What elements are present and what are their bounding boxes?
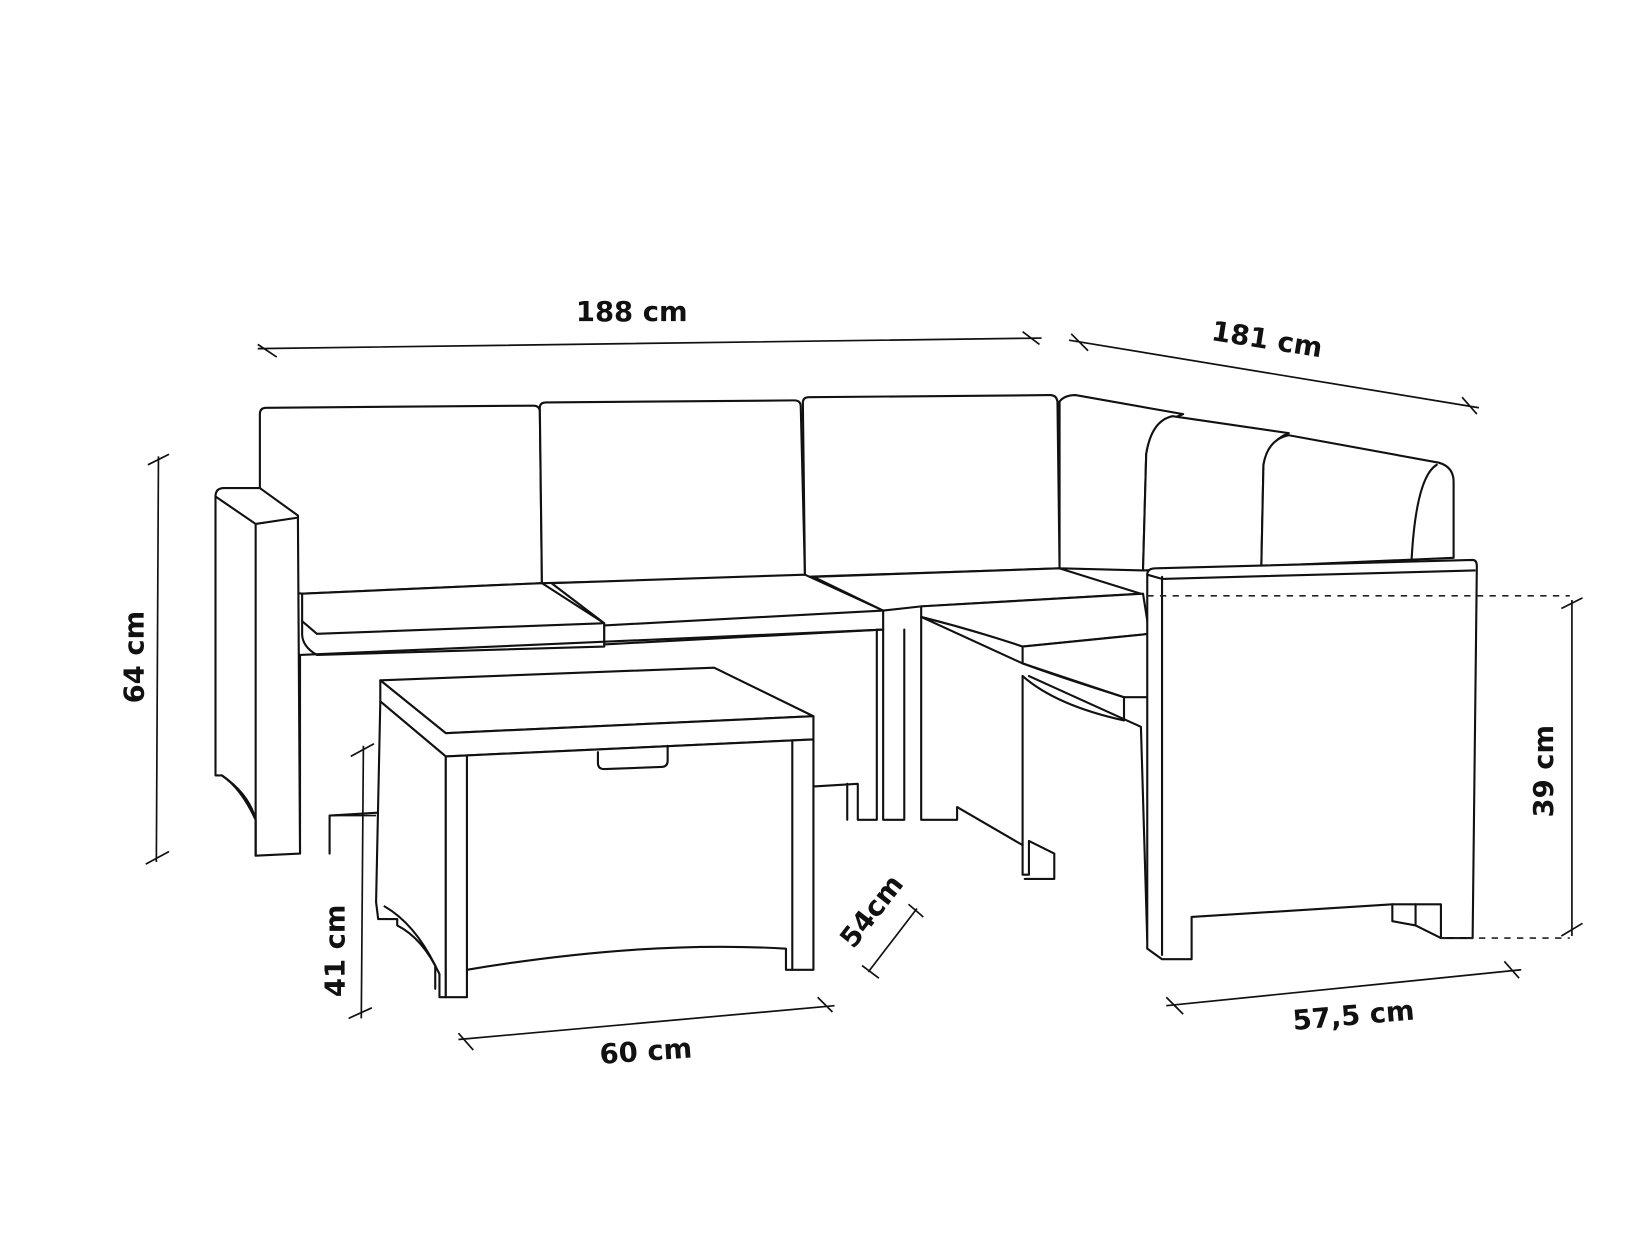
back-cushion-2	[538, 399, 807, 585]
back-cushion-3	[801, 394, 1061, 578]
left-armrest	[214, 487, 302, 857]
base-corner	[920, 615, 1024, 847]
table-front-panel	[444, 738, 815, 999]
label-sofa-short-width: 181 cm	[1209, 316, 1324, 364]
label-table-depth: 54cm	[834, 869, 910, 954]
short-back-cushion-2	[1260, 434, 1455, 568]
label-sofa-depth: 57,5 cm	[1291, 995, 1415, 1037]
sofa-long-section	[214, 394, 1142, 857]
right-armrest	[1146, 558, 1478, 961]
label-table-height: 41 cm	[320, 904, 351, 997]
label-sofa-long-width: 188 cm	[576, 297, 688, 328]
label-table-width: 60 cm	[599, 1033, 694, 1070]
dimension-lines	[145, 331, 1583, 1051]
table-side-left	[375, 700, 447, 999]
label-sofa-height: 64 cm	[120, 611, 151, 704]
table-handle	[596, 744, 669, 771]
back-cushion-1	[258, 404, 543, 595]
sofa-short-section	[920, 394, 1478, 961]
storage-coffee-table	[375, 666, 815, 999]
label-seat-height: 39 cm	[1529, 725, 1560, 818]
